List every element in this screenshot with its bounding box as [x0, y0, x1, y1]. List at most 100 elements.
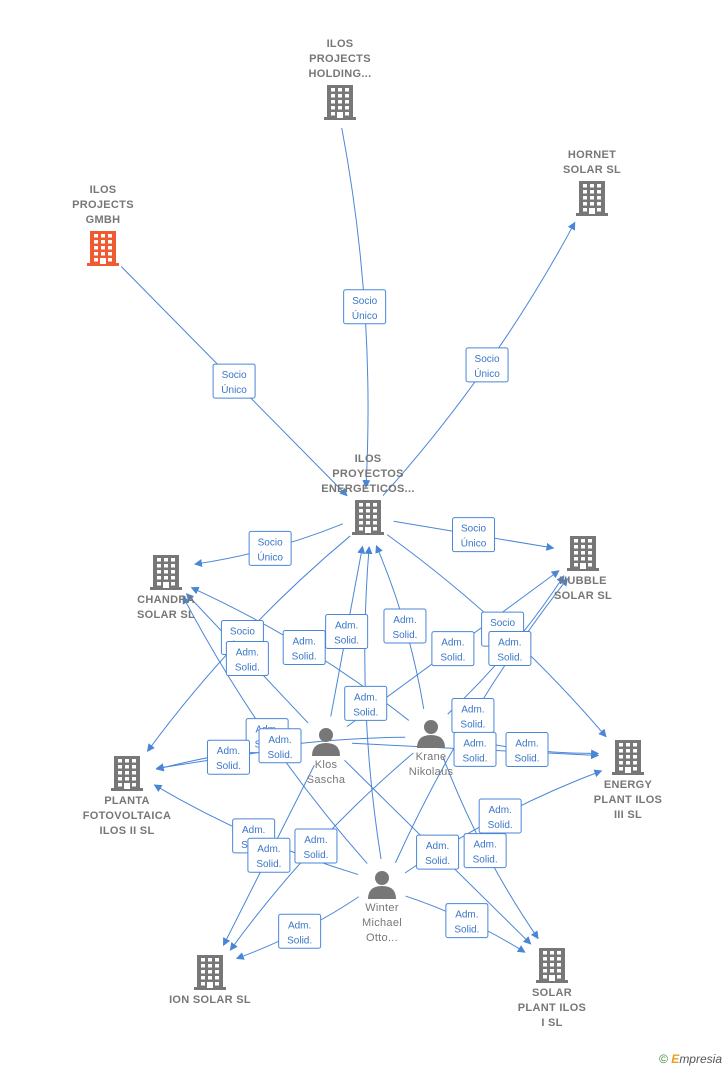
building-icon — [87, 231, 119, 266]
node-label-line: PROJECTS — [309, 53, 371, 65]
edge-label-text: Único — [474, 367, 500, 380]
edge-label[interactable]: Adm.Solid. — [463, 833, 507, 869]
node-label-line: PLANTA — [104, 795, 150, 807]
edge-label[interactable]: Adm.Solid. — [278, 913, 322, 949]
edge-label[interactable]: Adm.Solid. — [431, 631, 475, 667]
edge-label[interactable]: Adm.Solid. — [206, 739, 250, 775]
node-label-line: ILOS — [90, 184, 117, 196]
edge-label-text: Solid. — [454, 925, 479, 936]
edge-label[interactable]: Adm.Solid. — [451, 698, 495, 734]
edge-label-text: Solid. — [488, 820, 513, 831]
node-ilos-energeticos[interactable]: ILOSPROYECTOSENERGETICOS... — [321, 453, 414, 535]
node-planta[interactable]: PLANTA FOTOVOLTAICA ILOS II SL — [83, 756, 172, 837]
edge-label-text: Adm. — [257, 844, 280, 855]
edge-label-text: Adm. — [515, 739, 538, 750]
node-label-line: SOLAR — [532, 987, 572, 999]
edge-label-text: Adm. — [455, 910, 478, 921]
brand-name: mpresia — [679, 1052, 722, 1066]
node-label-line: Krane — [416, 751, 447, 763]
node-label-line: PROJECTS — [72, 199, 134, 211]
edge-label[interactable]: Adm. Solid. — [225, 640, 269, 676]
edge-label-text: Adm. — [236, 647, 259, 658]
edge-label[interactable]: Adm. Solid. — [294, 828, 338, 864]
person-icon — [368, 871, 396, 899]
edge-label[interactable]: Adm. Solid. — [445, 903, 489, 939]
building-icon — [352, 500, 384, 535]
edge-label-text: Solid. — [353, 707, 378, 718]
node-label-line: GMBH — [86, 214, 121, 226]
edge-label[interactable]: Adm. Solid. — [453, 731, 497, 767]
edge-label-text: Adm. — [293, 637, 316, 648]
edges-layer — [120, 127, 607, 960]
edge-label-text: Adm. — [426, 841, 449, 852]
building-icon — [576, 181, 608, 216]
edge-label[interactable]: Adm.Solid. — [344, 685, 388, 721]
edge-label-text: Socio — [490, 618, 515, 629]
edge-label-text: Solid. — [235, 662, 260, 673]
edge-label-text: Solid. — [268, 750, 293, 761]
node-label-line: ENERGETICOS... — [321, 483, 414, 495]
edge-label-text: Único — [461, 537, 487, 550]
edge-label[interactable]: Adm. Solid. — [258, 728, 302, 764]
edge-label-text: Adm. — [288, 920, 311, 931]
node-label-line: ILOS II SL — [100, 825, 155, 837]
brand-initial: E — [671, 1052, 680, 1066]
node-label-line: Otto... — [366, 932, 398, 944]
edge-label-text: Solid. — [462, 753, 487, 764]
edge-label-text: Adm. — [268, 735, 291, 746]
edge-label-text: Solid. — [303, 850, 328, 861]
node-label-line: PROYECTOS — [332, 468, 404, 480]
node-label-line: Michael — [362, 917, 402, 929]
node-label-line: SOLAR SL — [554, 590, 612, 602]
edge-label[interactable]: Adm. Solid. — [478, 798, 522, 834]
edge-label-text: Único — [352, 309, 378, 322]
edge-label-text: Solid. — [473, 855, 498, 866]
edge-label[interactable]: Adm.Solid. — [383, 608, 427, 644]
edge-label[interactable]: Adm.Solid. — [416, 834, 460, 870]
node-label-line: ILOS — [327, 38, 354, 50]
node-ion[interactable]: ION SOLAR SL — [169, 955, 251, 1006]
edge-label-text: Único — [221, 383, 247, 396]
node-winter[interactable]: WinterMichaelOtto... — [362, 871, 402, 944]
edge-labels-layer: SocioÚnicoSocioÚnicoSocioÚnicoSocioÚnico… — [206, 289, 549, 949]
node-label-line: FOTOVOLTAICA — [83, 810, 172, 822]
edge-label-text: Socio — [475, 354, 500, 365]
edge-label-text: Adm. — [242, 825, 265, 836]
building-icon — [194, 955, 226, 990]
node-label-line: Klos — [315, 759, 338, 771]
edge-label-text: Socio — [461, 524, 486, 535]
building-icon — [536, 948, 568, 983]
brand-footer[interactable]: © Empresia — [659, 1052, 722, 1066]
edge-label[interactable]: Adm.Solid. — [325, 613, 369, 649]
edge-label-text: Adm. — [488, 805, 511, 816]
edge-label[interactable]: Adm.Solid. — [505, 732, 549, 768]
node-ilos-gmbh[interactable]: ILOS PROJECTS GMBH — [72, 184, 134, 266]
building-icon — [324, 85, 356, 120]
edge-label[interactable]: Adm.Solid. — [488, 631, 532, 667]
node-ilos-holding[interactable]: ILOS PROJECTS HOLDING... — [309, 38, 372, 120]
node-label-line: SOLAR SL — [563, 164, 621, 176]
edge-label-text: Adm. — [463, 738, 486, 749]
edge-label[interactable]: Adm.Solid. — [247, 837, 291, 873]
edge-label-text: Adm. — [304, 835, 327, 846]
node-label-line: HOLDING... — [309, 68, 372, 80]
edge-label-text: Socio — [230, 626, 255, 637]
edge-label[interactable]: Adm.Solid. — [282, 630, 326, 666]
edge-label-text: Solid. — [392, 630, 417, 641]
node-label-line: ENERGY — [604, 779, 653, 791]
edge-label-text: Adm. — [498, 638, 521, 649]
